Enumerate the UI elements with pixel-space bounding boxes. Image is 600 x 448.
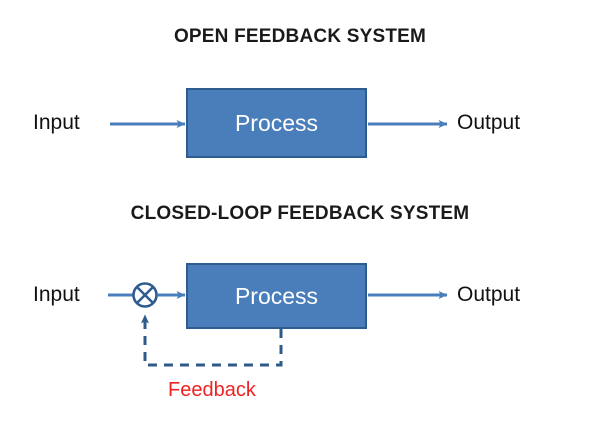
closed-loop-process-label: Process [234, 282, 319, 309]
feedback-label: Feedback [168, 379, 256, 401]
closed-loop-input-label: Input [33, 283, 80, 306]
closed-loop-title: CLOSED-LOOP FEEDBACK SYSTEM [130, 203, 470, 224]
open-loop-title: OPEN FEEDBACK SYSTEM [173, 26, 427, 47]
closed-loop-output-label: Output [457, 283, 521, 306]
closed-loop-process-box: Process [186, 263, 367, 329]
open-loop-process-label: Process [234, 109, 319, 136]
open-loop-process-box: Process [186, 88, 367, 158]
open-loop-output-label: Output [457, 111, 521, 134]
open-loop-input-label: Input [33, 111, 80, 134]
summing-junction-icon [132, 282, 158, 308]
